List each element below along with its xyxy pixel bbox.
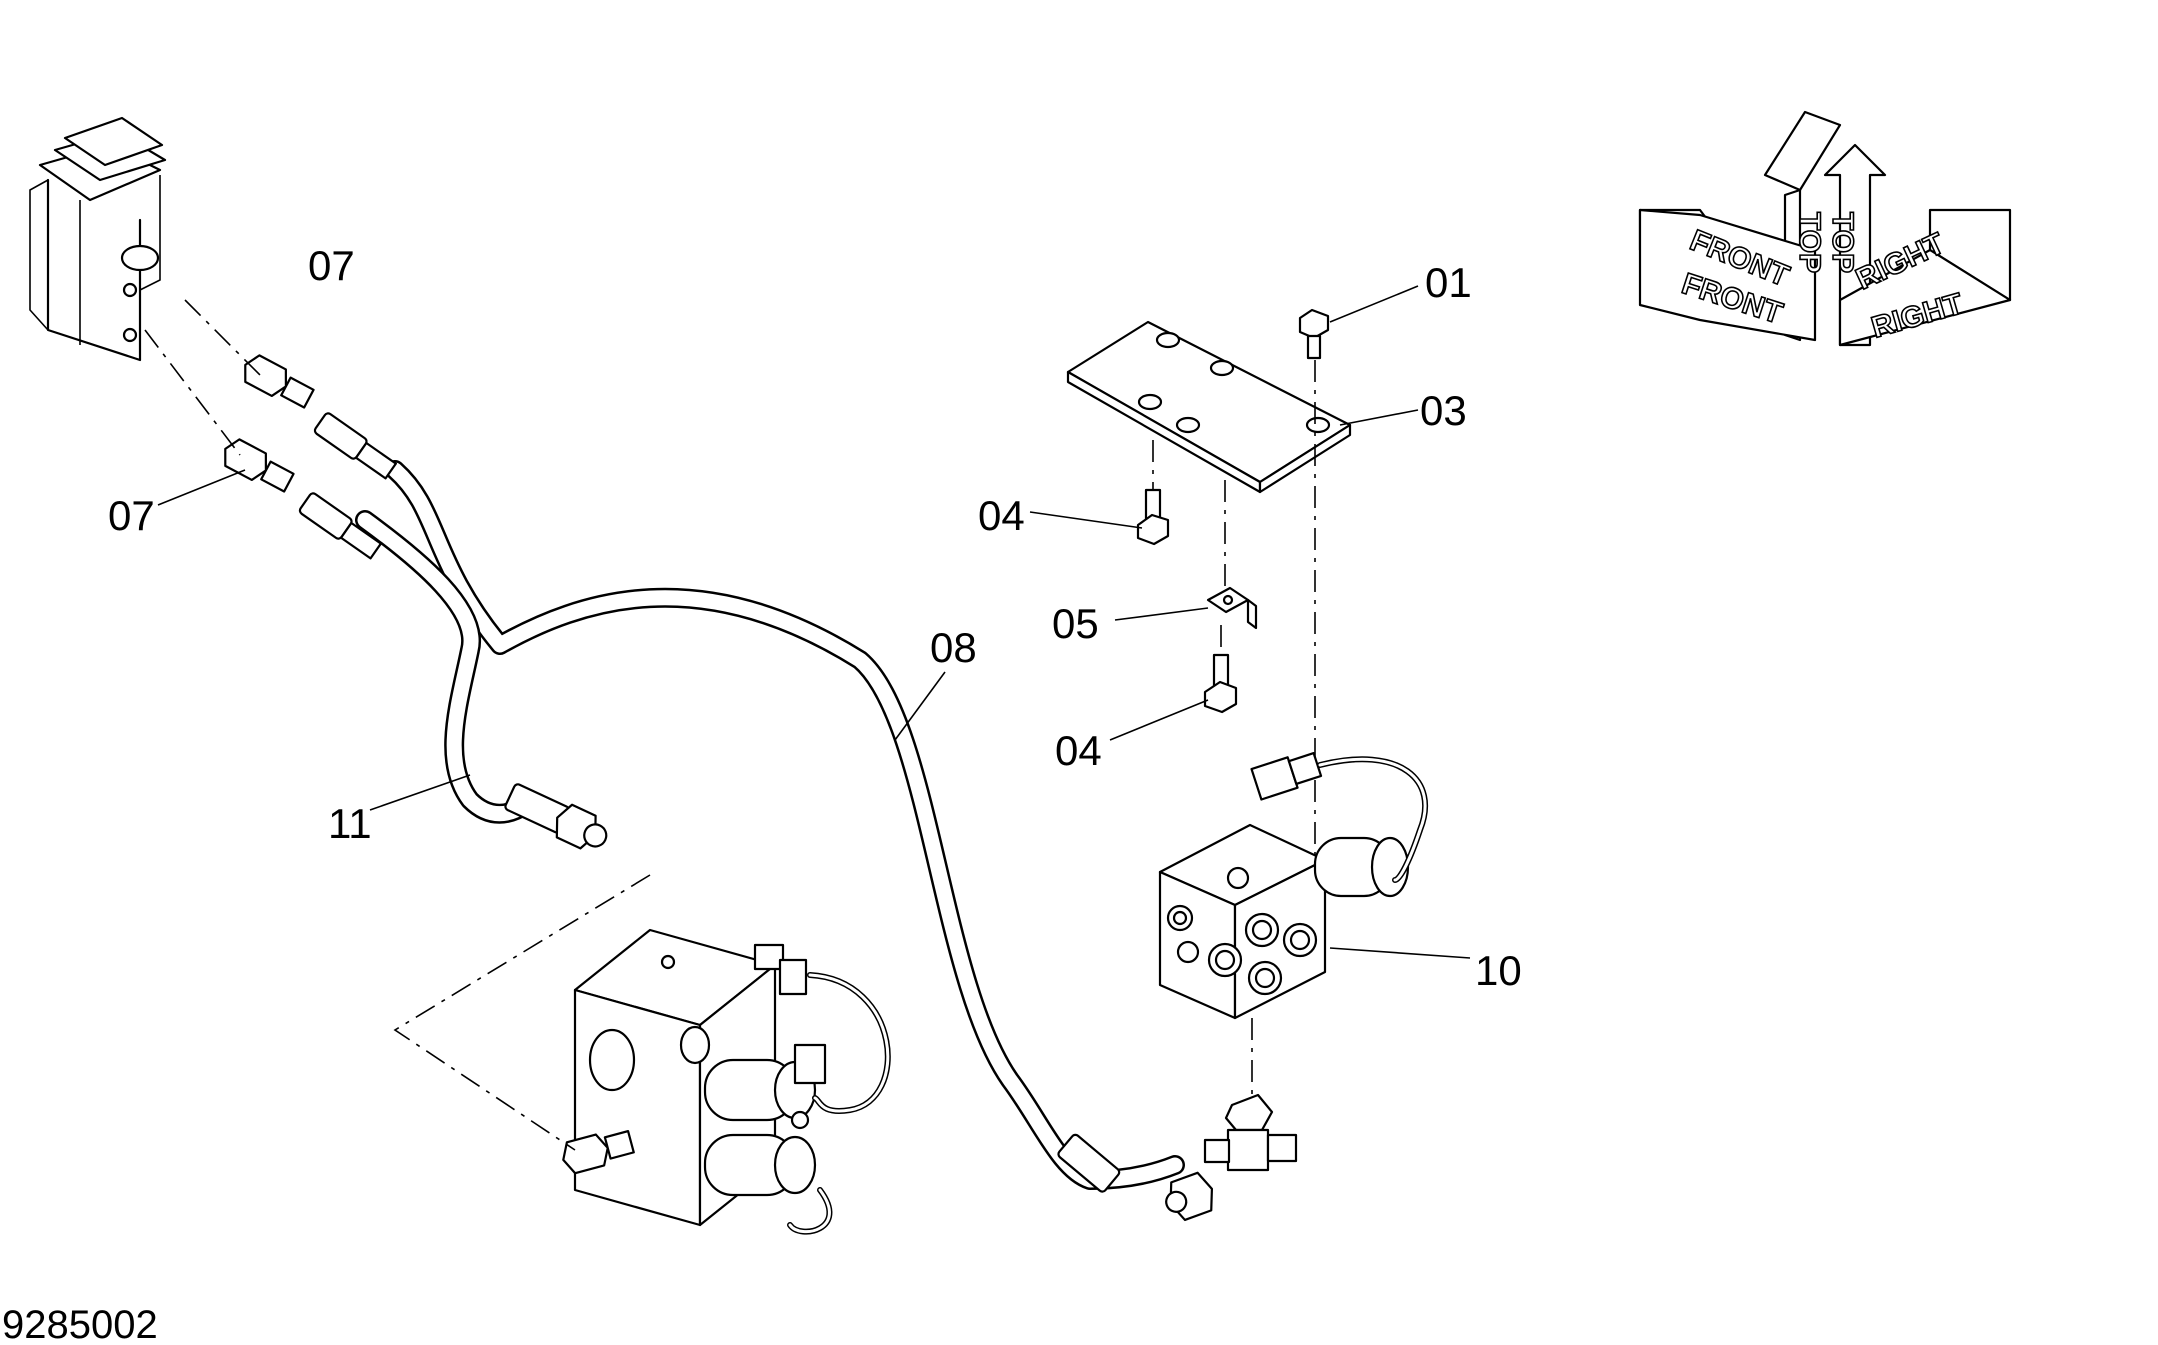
bolt-04-upper: [1136, 488, 1170, 546]
callout-07-upper: 07: [308, 242, 355, 289]
solenoid-valve-10: [1158, 751, 1410, 1020]
main-valve-block: [562, 928, 827, 1227]
hose-08-upper-fittings: [298, 412, 397, 560]
orientation-top-front: TOP: [1793, 212, 1826, 273]
main-valve-wiring: [787, 972, 891, 1235]
callout-04-lower: 04: [1055, 727, 1102, 774]
center-line-hose11-to-block: [393, 874, 651, 1151]
solenoid-10-wiring: [1317, 756, 1428, 883]
callout-04-upper: 04: [978, 492, 1025, 539]
orientation-top-right: TOP: [1826, 212, 1859, 273]
callout-05: 05: [1052, 600, 1099, 647]
callout-08: 08: [930, 624, 977, 671]
orientation-indicator: TOP TOP FRONT FRONT RIGHT RIGHT: [1638, 110, 2012, 347]
leader-lines: [157, 285, 1471, 959]
center-line-07-upper: [184, 299, 261, 376]
hose-11: [355, 510, 535, 824]
callout-01: 01: [1425, 259, 1472, 306]
elbow-fitting: [1203, 1093, 1298, 1172]
pilot-switch: [29, 116, 167, 362]
callout-03: 03: [1420, 387, 1467, 434]
clip-nut-05: [1206, 586, 1258, 630]
bolt-04-lower: [1203, 653, 1238, 714]
callout-11: 11: [328, 800, 372, 847]
callout-07-lower: 07: [108, 492, 155, 539]
center-line-07-lower: [144, 329, 241, 456]
drawing-number: 9285002: [2, 1303, 158, 1345]
callout-10: 10: [1475, 947, 1522, 994]
hose-08-lower-fittings: [1057, 1133, 1214, 1222]
fitting-07-upper: [244, 354, 315, 409]
fitting-07-lower: [224, 438, 295, 493]
bolt-01: [1298, 308, 1330, 360]
hose-11-lower-fittings: [504, 783, 608, 850]
plate-03: [1066, 320, 1352, 494]
